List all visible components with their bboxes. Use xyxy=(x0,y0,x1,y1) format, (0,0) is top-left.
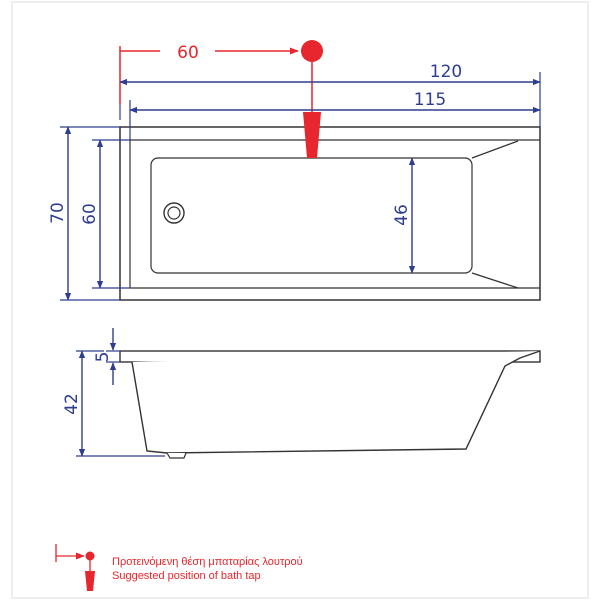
basin-floor-outline xyxy=(150,157,473,274)
overall-width-label: 70 xyxy=(48,202,68,224)
legend-tap-spout-icon xyxy=(85,571,95,591)
dimension-overall-length: 120 xyxy=(119,62,541,127)
dimension-overall-width: 70 xyxy=(48,126,120,301)
dimension-height: 42 xyxy=(62,350,165,457)
basin-width-label: 46 xyxy=(392,204,412,226)
inner-width-label: 60 xyxy=(80,203,100,225)
dimension-rim-thickness: 5 xyxy=(93,328,120,385)
inner-length-label: 115 xyxy=(414,90,446,110)
tub-body-profile xyxy=(131,350,541,454)
tap-position-marker: 60 xyxy=(119,40,323,158)
backrest-line-top xyxy=(471,140,519,159)
drain-outer-icon xyxy=(163,202,185,224)
legend: Προτεινόμενη θέση μπαταρίας λουτρού Sugg… xyxy=(55,544,303,591)
drain-inner-icon xyxy=(167,206,181,220)
dimension-inner-width: 60 xyxy=(80,139,130,289)
tap-spout-icon xyxy=(303,112,321,158)
legend-line-english: Suggested position of bath tap xyxy=(112,570,261,582)
dimension-inner-length: 115 xyxy=(129,90,541,140)
height-label: 42 xyxy=(62,393,82,415)
drain-foot xyxy=(166,452,187,459)
side-view xyxy=(119,350,541,459)
page-frame xyxy=(11,1,589,599)
rim-thickness-label: 5 xyxy=(93,352,113,363)
legend-line-greek: Προτεινόμενη θέση μπαταρίας λουτρού xyxy=(112,556,303,568)
legend-tap-handle-icon xyxy=(85,551,95,561)
tap-offset-label: 60 xyxy=(177,43,199,63)
tap-handle-icon xyxy=(301,40,323,62)
overall-length-label: 120 xyxy=(430,62,462,82)
dimension-basin-width: 46 xyxy=(392,157,416,274)
top-view xyxy=(119,126,541,301)
backrest-line-bottom xyxy=(471,272,519,289)
